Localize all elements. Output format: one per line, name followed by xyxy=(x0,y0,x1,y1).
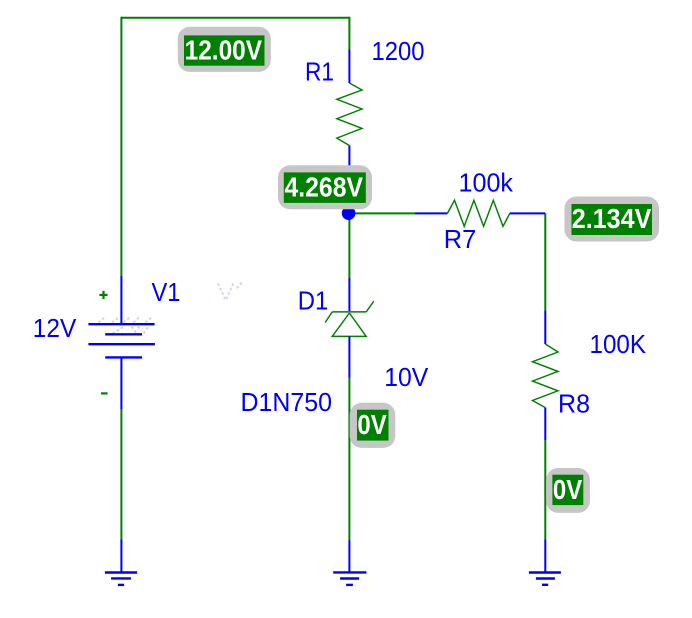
svg-text:R1: R1 xyxy=(305,56,334,86)
svg-text:D1N750: D1N750 xyxy=(241,387,333,417)
svg-text:10V: 10V xyxy=(384,362,429,392)
svg-text:0V: 0V xyxy=(357,409,387,440)
svg-text:12V: 12V xyxy=(33,313,77,343)
svg-text:2.134V: 2.134V xyxy=(572,203,652,234)
svg-text:D1: D1 xyxy=(298,285,329,315)
svg-text:100k: 100k xyxy=(459,167,514,197)
svg-text:0V: 0V xyxy=(553,474,583,505)
svg-text:4.268V: 4.268V xyxy=(285,172,364,203)
svg-text:R8: R8 xyxy=(558,388,590,418)
svg-text:12.00V: 12.00V xyxy=(185,35,263,66)
svg-text:V1: V1 xyxy=(152,277,181,307)
svg-text:100K: 100K xyxy=(590,329,647,359)
svg-text:1200: 1200 xyxy=(372,36,425,66)
svg-text:R7: R7 xyxy=(444,224,477,254)
